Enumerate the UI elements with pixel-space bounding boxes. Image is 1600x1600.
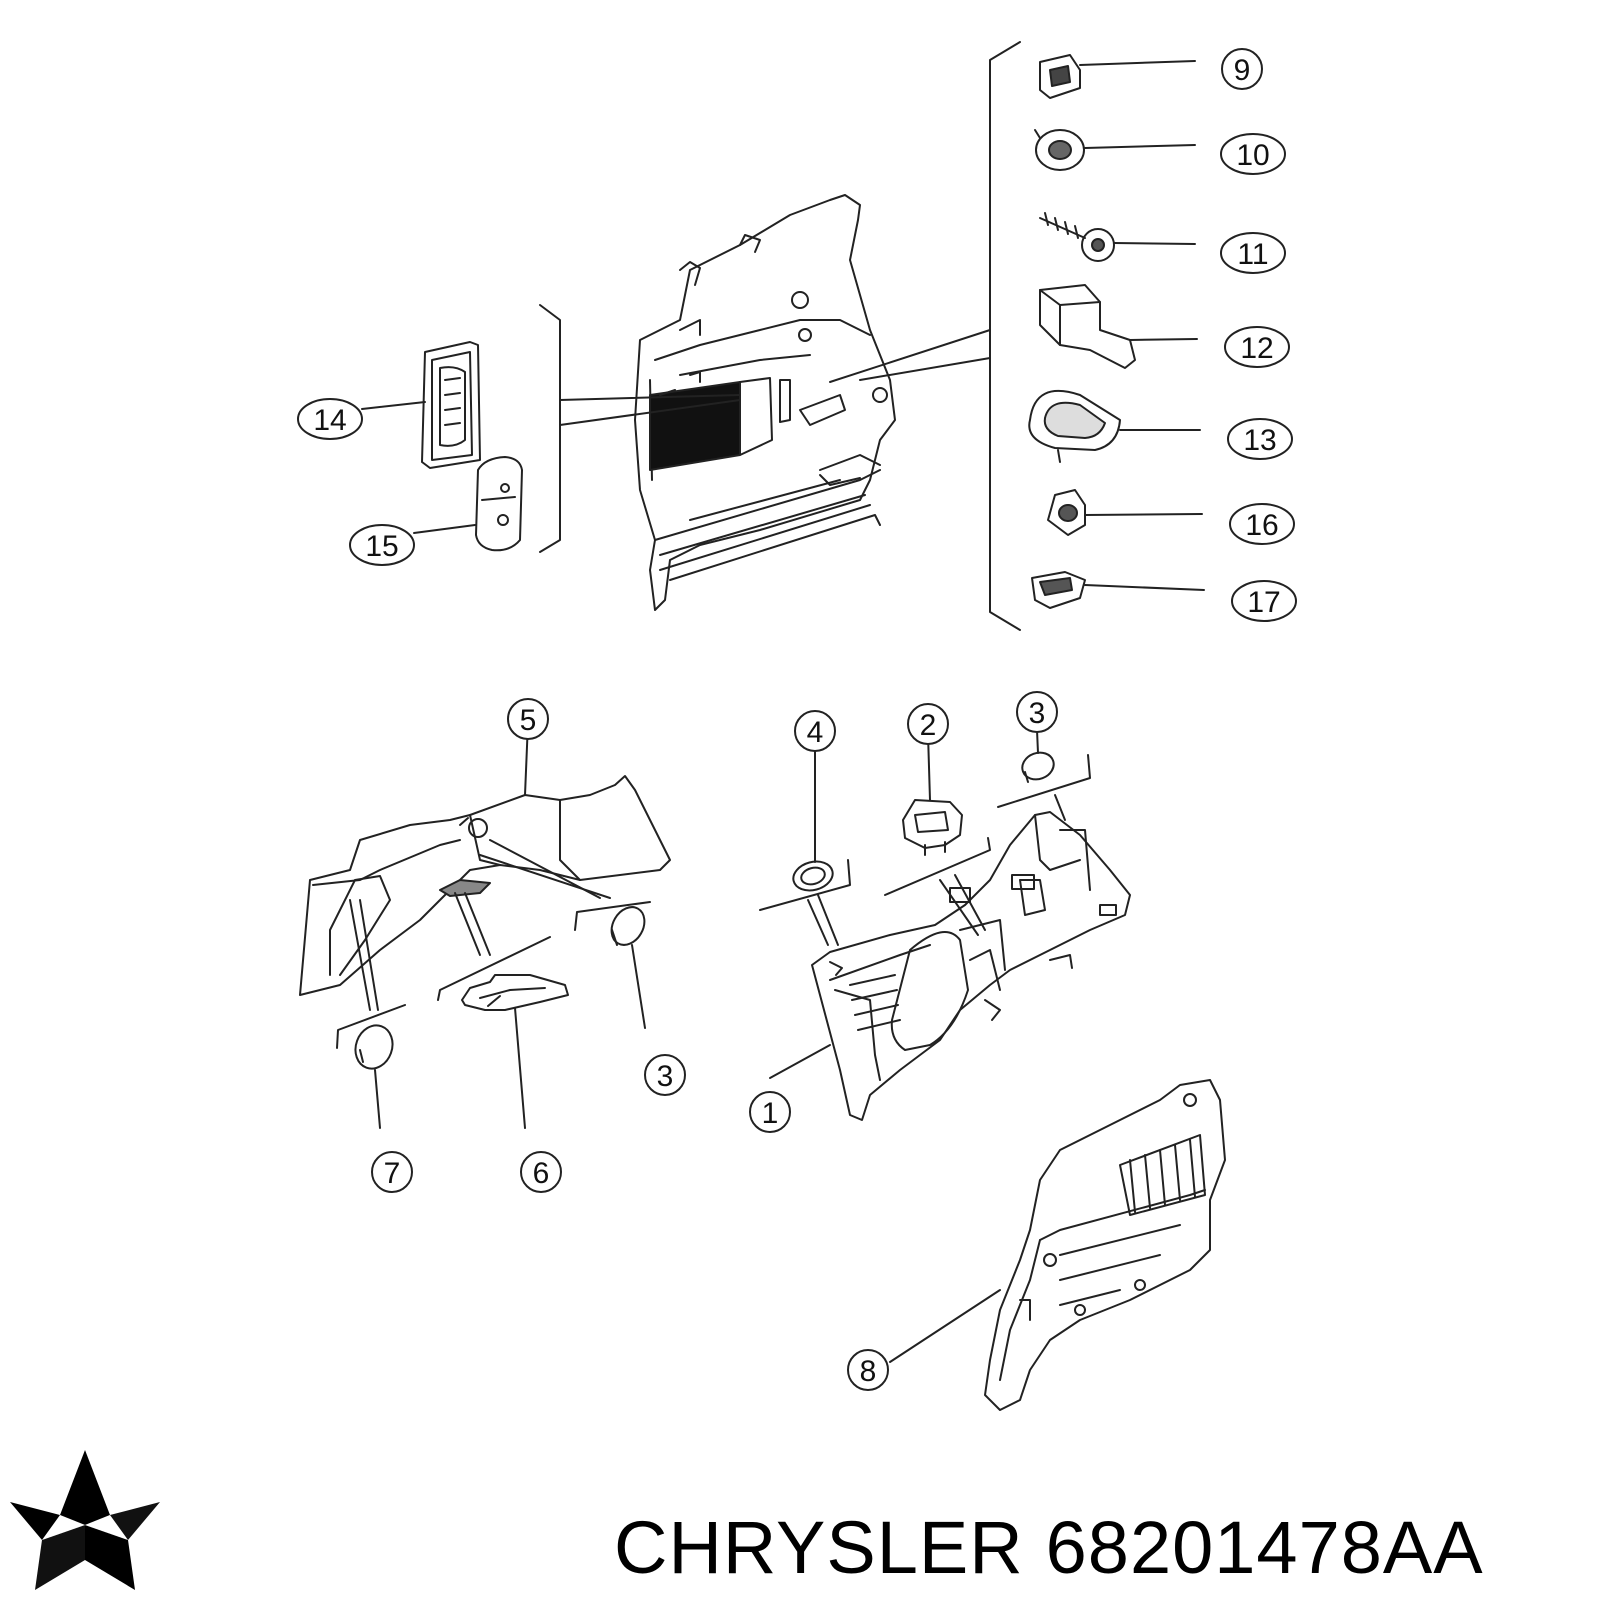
callout-11-label: 11: [1237, 238, 1268, 271]
callout-1-circle: [749, 1091, 791, 1133]
chrysler-pentastar-icon: [10, 1450, 160, 1590]
callout-13-label: 13: [1243, 424, 1276, 457]
callout-11-circle: [1220, 232, 1286, 274]
callout-6-circle: [520, 1151, 562, 1193]
callout-2-circle: [907, 703, 949, 745]
callout-3a-circle: [1016, 691, 1058, 733]
leader-1-a: [807, 899, 829, 946]
leader-8: [889, 1289, 1001, 1363]
leader-2-b: [954, 874, 986, 931]
upper-quarter-trim-panel: [634, 194, 896, 611]
callout-1-label: 1: [762, 1097, 779, 1130]
callout-5-circle: [507, 698, 549, 740]
part-13-cup-ring: [1028, 390, 1121, 463]
part-5-lower-trim: [299, 775, 671, 996]
part-1-quarter-trim: [811, 811, 1131, 1121]
leader-7-a: [349, 899, 371, 1011]
bracket-3-right: [997, 754, 1091, 808]
leader-1-b: [817, 894, 839, 946]
part-11-screw: [1039, 212, 1115, 262]
part-16-nut: [1047, 489, 1086, 536]
callout-17-label: 17: [1247, 586, 1280, 619]
leader-right-main: [829, 329, 991, 383]
leader-3-left: [631, 944, 646, 1029]
bracket-6: [437, 936, 551, 1001]
leader-15: [413, 524, 476, 534]
part-10-push-pin: [1034, 129, 1085, 171]
callout-3b-label: 3: [657, 1060, 674, 1093]
leader-6-a: [454, 892, 481, 956]
leader-16: [1084, 513, 1203, 516]
leader-11: [1113, 242, 1196, 245]
callout-9-circle: [1221, 48, 1263, 90]
callout-8-label: 8: [860, 1355, 877, 1388]
leader-14: [361, 401, 426, 410]
callout-12-circle: [1224, 326, 1290, 368]
part-7-cap: [354, 1024, 394, 1070]
callout-3a-label: 3: [1029, 697, 1046, 730]
leader-5-a: [479, 854, 611, 899]
part-14-bezel: [421, 341, 481, 469]
bracket-2: [884, 837, 991, 896]
callout-13-circle: [1227, 418, 1293, 460]
leader-15-main: [559, 399, 741, 426]
callout-2-label: 2: [920, 709, 937, 742]
callout-14-label: 14: [313, 404, 346, 437]
bracket-3-left: [574, 901, 651, 931]
callout-5-label: 5: [520, 704, 537, 737]
brand-name: CHRYSLER: [614, 1506, 1024, 1589]
bracket-7: [336, 1004, 406, 1049]
leader-3-right-a: [1054, 794, 1066, 821]
callout-4-label: 4: [807, 716, 824, 749]
leader-2: [927, 733, 931, 801]
callout-12-label: 12: [1240, 332, 1273, 365]
callout-4-circle: [794, 710, 836, 752]
callout-circles: [297, 48, 1297, 1391]
leader-12: [1129, 338, 1198, 341]
leader-17: [1084, 584, 1205, 591]
left-bracket: [539, 304, 561, 553]
part-9-clip: [1039, 54, 1081, 99]
leader-6: [514, 1007, 526, 1129]
part-12-bracket: [1039, 284, 1136, 369]
leader-9: [1079, 60, 1196, 66]
part-number: 68201478AA: [1045, 1506, 1484, 1589]
leader-3-right: [1036, 729, 1039, 754]
callout-15-label: 15: [365, 530, 398, 563]
callout-14-circle: [297, 398, 363, 440]
leader-right-main-2: [859, 357, 991, 381]
leader-7: [374, 1069, 381, 1129]
leader-1: [769, 1044, 831, 1079]
callout-15-circle: [349, 524, 415, 566]
part-number-caption: CHRYSLER 68201478AA: [614, 1505, 1506, 1590]
leader-6-b: [464, 892, 491, 956]
callout-16-circle: [1229, 503, 1295, 545]
part-3-cap-left: [610, 906, 646, 946]
leader-14-main: [559, 394, 741, 401]
callout-16-label: 16: [1245, 509, 1278, 542]
parts-group-bracket: [989, 41, 1021, 631]
leader-2-a: [939, 879, 979, 936]
part-17-hook: [1031, 571, 1086, 609]
bracket-1-left: [759, 859, 851, 911]
part-8-panel: [984, 1079, 1226, 1411]
callout-10-circle: [1220, 133, 1286, 175]
part-6-bracket: [461, 974, 569, 1011]
part-15-cover: [475, 456, 523, 552]
part-4-grommet: [792, 860, 834, 892]
callout-7-circle: [371, 1151, 413, 1193]
leader-5-b: [489, 839, 601, 899]
callout-3b-circle: [644, 1054, 686, 1096]
callout-7-label: 7: [384, 1157, 401, 1190]
callout-17-circle: [1231, 580, 1297, 622]
leader-10: [1084, 144, 1196, 149]
callout-8-circle: [847, 1349, 889, 1391]
part-2-handle: [902, 799, 963, 856]
callout-6-label: 6: [533, 1157, 550, 1190]
callout-10-label: 10: [1236, 139, 1269, 172]
leader-7-b: [359, 899, 379, 1011]
callout-9-label: 9: [1234, 54, 1251, 87]
part-3-cap-right: [1021, 751, 1055, 783]
